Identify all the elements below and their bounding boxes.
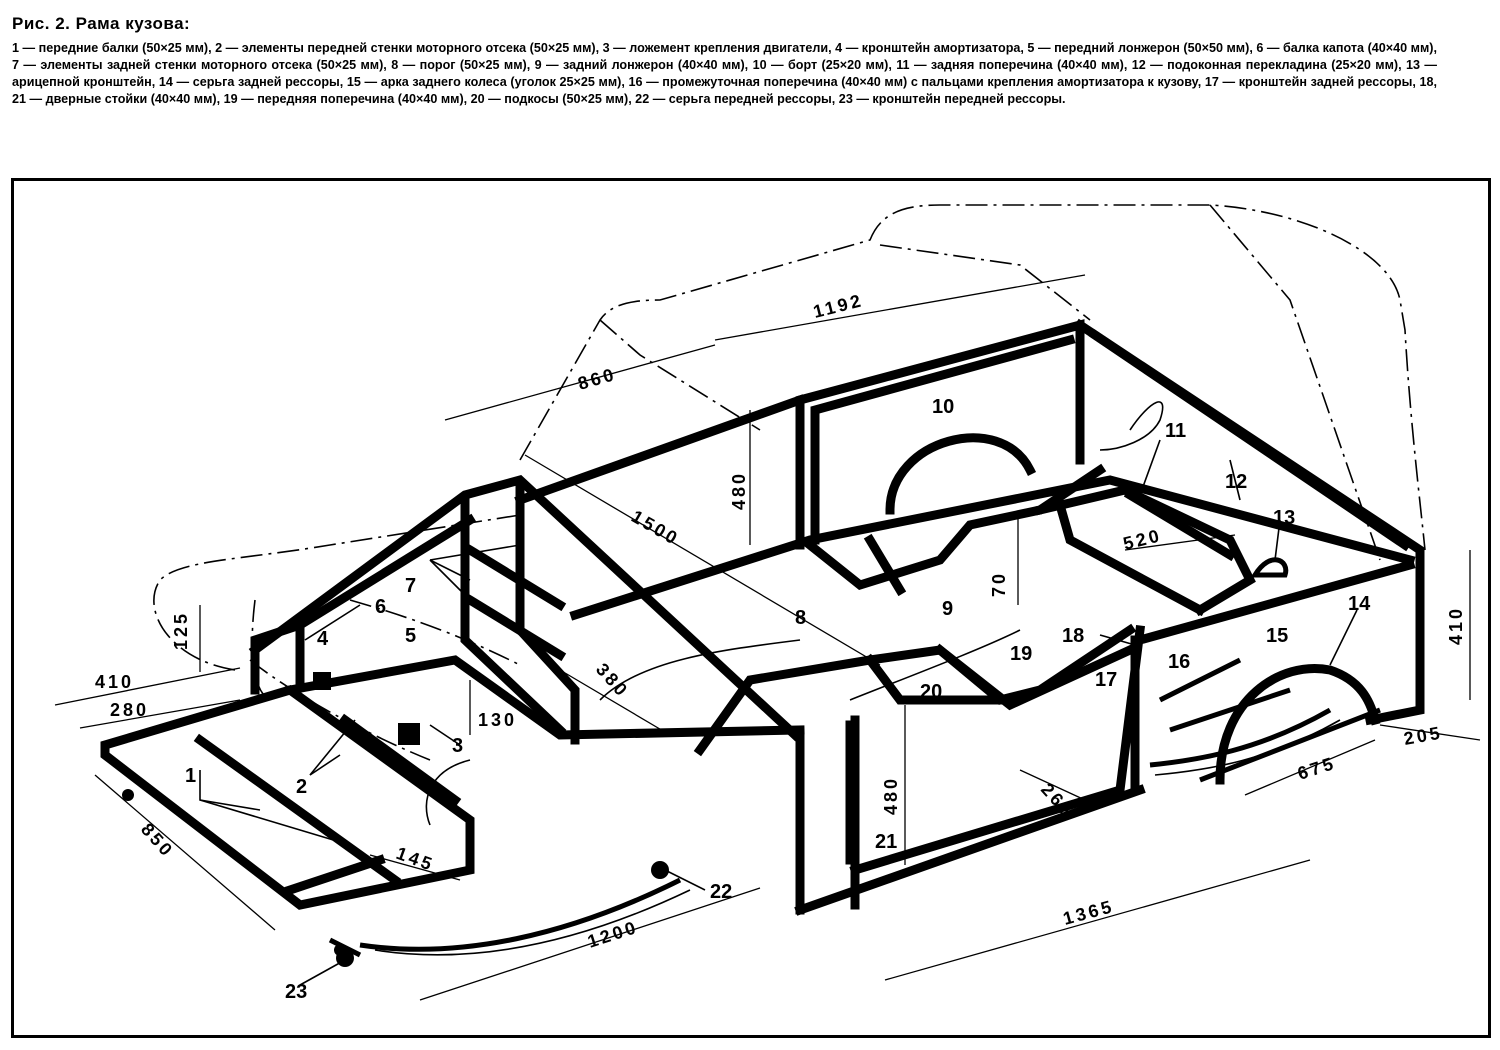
- label-9: 9: [942, 598, 953, 620]
- dim-1192: 1192: [811, 290, 865, 322]
- dim-520: 520: [1121, 525, 1164, 554]
- sill: [569, 475, 1416, 621]
- figure-title: Рис. 2. Рама кузова:: [12, 14, 191, 33]
- tow-bracket: [1250, 557, 1289, 578]
- dim-1500: 1500: [628, 506, 683, 549]
- dim-1365: 1365: [1061, 896, 1116, 929]
- leader-lines: [199, 439, 1358, 986]
- shock-bracket: [313, 672, 331, 690]
- frame-members: [100, 318, 1425, 967]
- rear-wheel-arch: [1215, 664, 1381, 785]
- label-19: 19: [1010, 643, 1032, 665]
- label-11: 11: [1165, 420, 1186, 442]
- front-longeron: [284, 655, 805, 740]
- dim-410-left: 410: [95, 672, 134, 692]
- engine-cradle: [398, 723, 420, 745]
- dim-675: 675: [1295, 753, 1338, 784]
- label-17: 17: [1095, 669, 1117, 691]
- label-22: 22: [710, 881, 732, 903]
- label-6: 6: [375, 596, 386, 618]
- label-21: 21: [875, 831, 897, 853]
- label-23: 23: [285, 981, 307, 1003]
- body-outline: [153, 204, 1426, 826]
- rear-cross-member: [1034, 485, 1256, 617]
- hood-beams: [248, 475, 802, 742]
- part-labels: 1 2 3 4 5 6 7 8 9 10 11 12 13 14 15 16 1…: [185, 396, 1371, 1003]
- braces: [863, 653, 1005, 705]
- label-2: 2: [296, 776, 307, 798]
- dimension-lines: [54, 274, 1481, 1001]
- front-spring: [359, 877, 682, 952]
- dim-380: 380: [592, 659, 633, 701]
- drawing-border: [11, 178, 1491, 1038]
- label-16: 16: [1168, 651, 1190, 673]
- rear-spring: [1149, 707, 1332, 768]
- window-rail: [1088, 328, 1412, 552]
- label-3: 3: [452, 735, 463, 757]
- front-cross-member: [933, 623, 1137, 705]
- dim-130: 130: [478, 710, 517, 730]
- label-1: 1: [185, 765, 196, 787]
- label-15: 15: [1266, 625, 1288, 647]
- dim-280: 280: [110, 700, 149, 720]
- label-18: 18: [1062, 625, 1084, 647]
- dim-480-top: 480: [729, 471, 749, 510]
- label-14: 14: [1348, 593, 1371, 615]
- dim-480-bottom: 480: [881, 776, 901, 815]
- dim-860: 860: [576, 364, 619, 394]
- dim-70: 70: [989, 571, 1009, 597]
- label-5: 5: [405, 625, 416, 647]
- engine-rear-wall: [460, 495, 567, 737]
- label-8: 8: [795, 607, 806, 629]
- dim-410-right: 410: [1446, 606, 1466, 645]
- dim-850: 850: [137, 819, 178, 861]
- spring-shackle: [651, 861, 669, 879]
- label-10: 10: [932, 396, 954, 418]
- label-7: 7: [405, 575, 416, 597]
- dim-125: 125: [171, 611, 191, 650]
- side-board: [795, 319, 1085, 550]
- figure-caption: 1 — передние балки (50×25 мм), 2 — элеме…: [12, 41, 1437, 106]
- label-13: 13: [1273, 507, 1295, 529]
- dim-145: 145: [394, 843, 438, 875]
- front-beams: [100, 685, 475, 910]
- label-20: 20: [920, 681, 942, 703]
- label-4: 4: [317, 628, 329, 650]
- dim-205: 205: [1402, 722, 1444, 748]
- label-12: 12: [1225, 471, 1247, 493]
